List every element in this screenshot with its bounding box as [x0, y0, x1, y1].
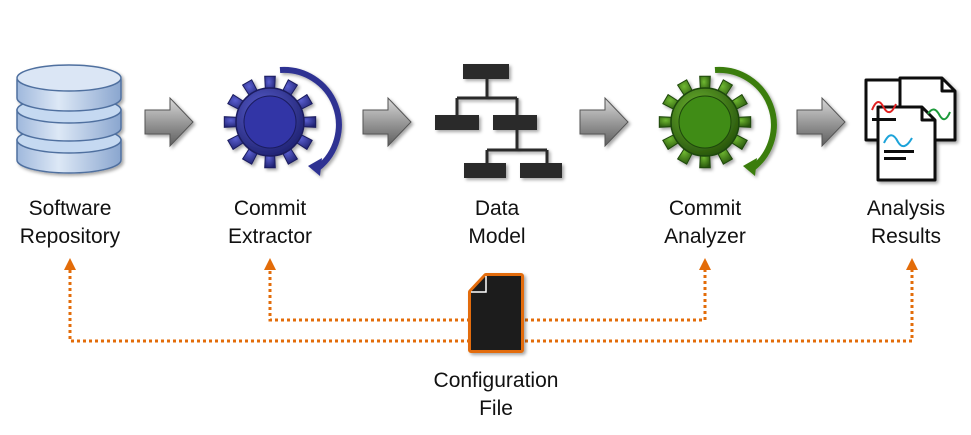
label-commit-extractor: Commit Extractor [200, 195, 340, 251]
connector-to-commit-analyzer [525, 270, 707, 322]
arrowhead-commit-extractor [264, 258, 276, 270]
label-line: Configuration [433, 369, 559, 392]
label-line: Extractor [227, 225, 313, 248]
label-line: Data [474, 197, 520, 220]
label-data-model: Data Model [427, 195, 567, 251]
label-commit-analyzer: Commit Analyzer [635, 195, 775, 251]
label-line: Results [870, 225, 942, 248]
commit-extractor-gear-icon [223, 66, 342, 176]
label-line: Model [468, 225, 526, 248]
configuration-file-icon [468, 273, 524, 353]
flow-arrow-4 [796, 96, 846, 148]
label-line: Repository [19, 225, 121, 248]
label-line: Software [28, 197, 112, 220]
label-configuration-file: Configuration File [406, 367, 586, 423]
flow-arrows [144, 96, 846, 148]
documents-icon [864, 76, 957, 182]
label-analysis-results: Analysis Results [841, 195, 971, 251]
label-line: Commit [668, 197, 742, 220]
arrowhead-analysis-results [906, 258, 918, 270]
hierarchy-icon [435, 64, 562, 178]
label-software-repository: Software Repository [0, 195, 140, 251]
label-line: Analysis [866, 197, 946, 220]
label-line: Analyzer [664, 225, 746, 248]
commit-analyzer-gear-icon [658, 66, 777, 176]
config-connectors [68, 270, 914, 343]
connector-to-software-repository [68, 270, 470, 343]
database-icon [16, 64, 122, 174]
flow-arrow-1 [144, 96, 194, 148]
connector-to-analysis-results [525, 270, 914, 343]
connector-to-commit-extractor [268, 270, 470, 322]
connector-arrowheads [64, 258, 918, 270]
label-line: File [479, 397, 513, 420]
flow-arrow-2 [362, 96, 412, 148]
label-line: Commit [233, 197, 307, 220]
arrowhead-software-repository [64, 258, 76, 270]
flow-arrow-3 [579, 96, 629, 148]
arrowhead-commit-analyzer [699, 258, 711, 270]
